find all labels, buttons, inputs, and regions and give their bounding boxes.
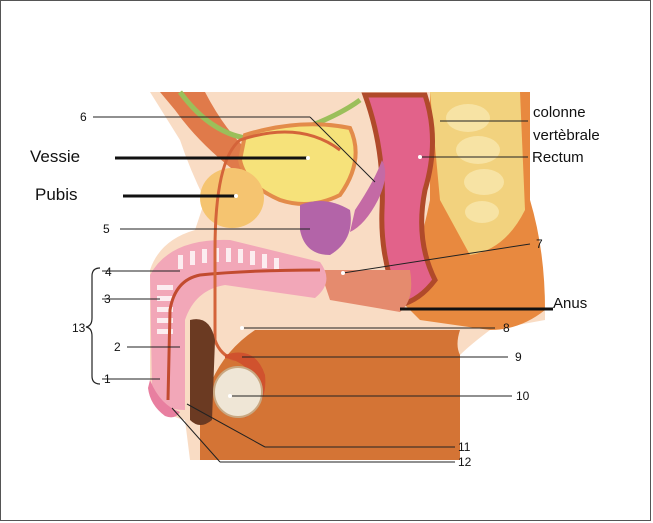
label-2: 2 [114,341,121,353]
pubic-bone [200,168,264,228]
label-pubis: Pubis [35,186,78,203]
scrotum-tissue [190,319,215,425]
label-10: 10 [516,390,529,402]
testis [214,367,262,417]
label-7: 7 [536,238,543,250]
label-vertebrale: vertèbrale [533,128,600,143]
label-anus: Anus [553,296,587,311]
label-colonne: colonne [533,105,586,120]
label-5: 5 [103,223,110,235]
label-8: 8 [503,322,510,334]
label-3: 3 [104,293,111,305]
label-9: 9 [515,351,522,363]
label-1: 1 [104,373,111,385]
label-11: 11 [458,441,470,453]
bracket-13 [86,268,100,384]
label-6: 6 [80,111,87,123]
label-4: 4 [105,266,112,278]
label-vessie: Vessie [30,148,80,165]
label-rectum: Rectum [532,150,584,165]
label-12: 12 [458,456,471,468]
label-13: 13 [72,322,85,334]
